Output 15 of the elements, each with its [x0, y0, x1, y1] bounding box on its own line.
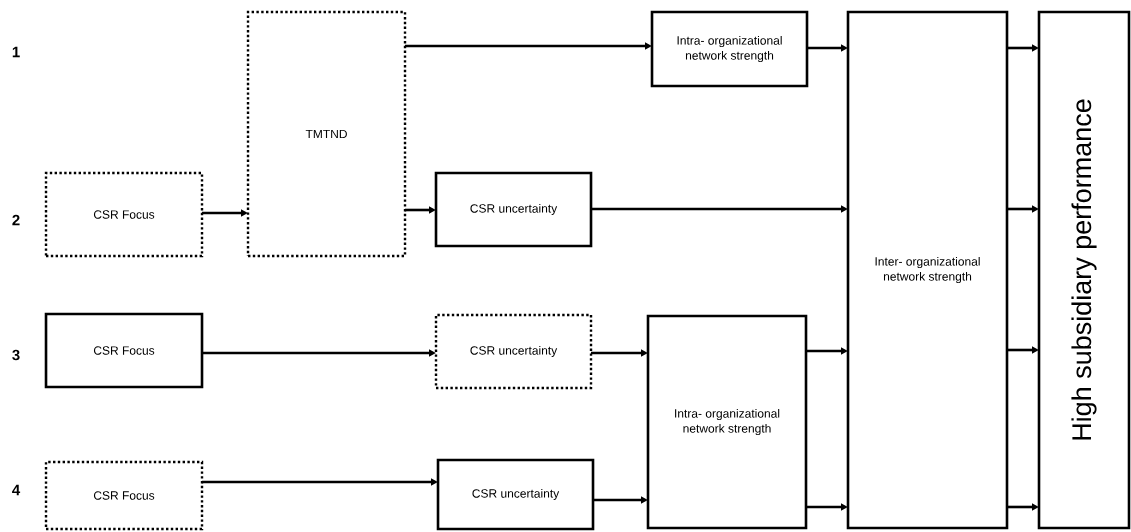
dotted-box: CSR Focus	[44, 171, 204, 258]
process-box: CSR uncertainty	[436, 458, 595, 531]
process-box: CSR uncertainty	[434, 171, 593, 248]
process-box: Intra- organizational network strength	[646, 314, 808, 530]
process-box: Inter- organizational network strength	[846, 10, 1009, 530]
row-number: 4	[12, 484, 21, 496]
row-number: 3	[12, 349, 20, 361]
dotted-box: TMTND	[246, 10, 407, 258]
dotted-box: CSR uncertainty	[434, 313, 593, 390]
process-box: CSR Focus	[44, 312, 204, 389]
row-number: 2	[12, 214, 20, 226]
outcome-box: High subsidiary performance	[1037, 10, 1131, 530]
dotted-box: CSR Focus	[44, 460, 204, 531]
process-box: Intra- organizational network strength	[650, 10, 809, 88]
row-number: 1	[12, 46, 20, 58]
